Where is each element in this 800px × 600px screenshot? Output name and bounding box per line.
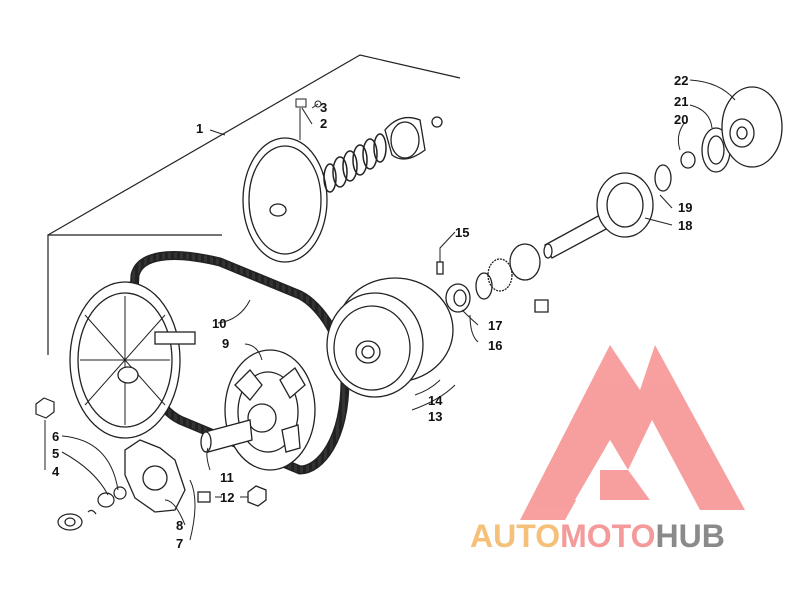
cam-assembly: [124, 439, 267, 513]
callout-8: 8: [176, 518, 183, 533]
callout-labels: 1 2 3 4 5 6 7 8 9 10 11 12 13 14 15 16 1…: [52, 73, 692, 551]
callout-20: 20: [674, 112, 688, 127]
primary-sheave: [242, 137, 328, 263]
callout-11: 11: [220, 470, 234, 485]
leader-lines: [44, 79, 736, 541]
watermark-auto: AUTO: [470, 518, 561, 554]
clutch-spring: [323, 133, 387, 193]
weight-pin: [295, 98, 322, 140]
callout-10: 10: [212, 316, 226, 331]
left-hardware: [35, 397, 127, 531]
callout-13: 13: [428, 409, 442, 424]
callout-16: 16: [488, 338, 502, 353]
callout-5: 5: [52, 446, 59, 461]
output-shaft: [543, 164, 672, 259]
callout-14: 14: [428, 393, 443, 408]
movable-sheave: [224, 349, 316, 471]
callout-9: 9: [222, 336, 229, 351]
callout-3: 3: [320, 100, 327, 115]
callout-19: 19: [678, 200, 692, 215]
callout-1: 1: [196, 121, 203, 136]
assembly-bracket: [47, 54, 461, 355]
callout-22: 22: [674, 73, 688, 88]
shaft: [200, 419, 253, 453]
spider-cam: [384, 116, 443, 160]
driven-clutch: [326, 277, 454, 398]
watermark-logo-icon: [520, 345, 745, 520]
callout-7: 7: [176, 536, 183, 551]
watermark-hub: HUB: [655, 518, 725, 554]
callout-2: 2: [320, 116, 327, 131]
callout-17: 17: [488, 318, 502, 333]
watermark-text: AUTOMOTOHUB: [470, 518, 725, 555]
callout-12: 12: [220, 490, 234, 505]
watermark-moto: MOTO: [560, 518, 656, 554]
callout-15: 15: [455, 225, 469, 240]
bearing-set: [436, 243, 549, 313]
one-way-clutch: [680, 86, 783, 173]
callout-21: 21: [674, 94, 688, 109]
callout-6: 6: [52, 429, 59, 444]
fixed-sheave: [69, 281, 196, 439]
callout-18: 18: [678, 218, 692, 233]
callout-4: 4: [52, 464, 60, 479]
